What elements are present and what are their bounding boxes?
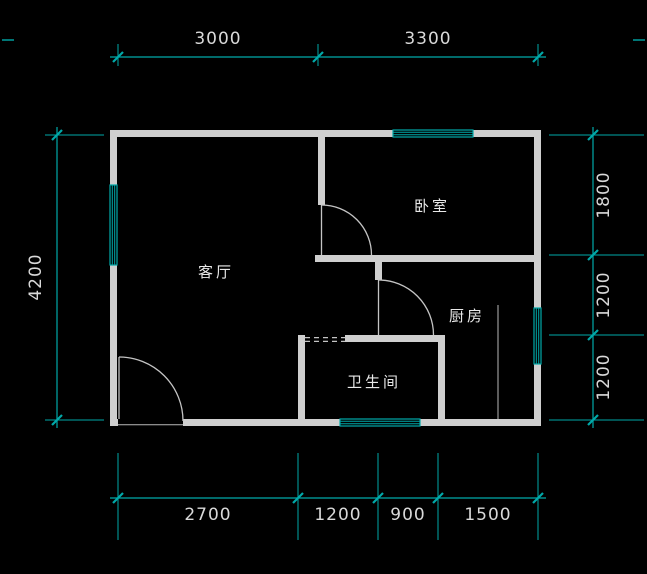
room-label-bathroom: 卫生间	[347, 373, 401, 391]
door-swing-arc	[118, 356, 184, 422]
room-label-living: 客厅	[198, 263, 234, 281]
tick-mark	[312, 51, 324, 63]
dim-label-bottom-2: 900	[390, 505, 425, 525]
window-frame	[392, 129, 474, 138]
window-frame	[339, 418, 421, 427]
door-swing-arc	[378, 279, 435, 336]
tick-mark	[51, 414, 63, 426]
wall-segment-right-upper	[534, 130, 541, 308]
window-frame	[533, 307, 542, 365]
wall-segment-left-lower	[110, 265, 117, 426]
doors	[118, 204, 435, 426]
window-symbol-left	[109, 184, 118, 266]
dim-label-left-0: 4200	[26, 253, 46, 300]
wall-partition-bedroom-kitchen	[315, 255, 534, 262]
tick-mark	[532, 51, 544, 63]
walls	[110, 130, 541, 426]
wall-segment-right-lower	[534, 364, 541, 426]
window-symbol-top	[392, 129, 474, 138]
door-kitchen	[377, 279, 435, 336]
dim-label-right-2: 1200	[594, 353, 614, 400]
wall-segment-top-left	[110, 130, 393, 137]
dim-label-bottom-3: 1500	[464, 505, 511, 525]
tick-mark	[292, 492, 304, 504]
tick-mark	[51, 129, 63, 141]
dimension-chain-right: 1800 1200 1200	[549, 127, 644, 428]
tick-mark	[112, 51, 124, 63]
dimension-chain-left: 4200	[26, 127, 104, 428]
window-frame	[109, 184, 118, 266]
wall-bathroom-top	[345, 335, 445, 342]
room-label-bedroom: 卧室	[414, 197, 450, 215]
door-swing-arc	[321, 204, 373, 256]
windows	[109, 129, 542, 427]
wall-segment-top-right	[473, 130, 541, 137]
tick-mark	[532, 492, 544, 504]
dimension-chain-bottom: 2700 1200 900 1500	[110, 453, 546, 540]
dim-label-right-0: 1800	[594, 171, 614, 218]
tick-mark	[372, 492, 384, 504]
dim-label-top-1: 3300	[404, 29, 451, 49]
wall-segment-bottom-middle	[183, 419, 340, 426]
dim-label-bottom-0: 2700	[184, 505, 231, 525]
wall-bathroom-right	[438, 335, 445, 419]
window-symbol-right	[533, 307, 542, 365]
wall-partition-bedroom	[318, 137, 325, 205]
door-bathroom-sliding	[305, 337, 345, 342]
window-symbol-bottom	[339, 418, 421, 427]
tick-mark	[587, 414, 599, 426]
tick-mark	[587, 329, 599, 341]
tick-mark	[587, 249, 599, 261]
room-labels: 客厅 卧室 厨房 卫生间	[198, 197, 485, 391]
door-bedroom	[320, 204, 373, 256]
dim-label-top-0: 3000	[194, 29, 241, 49]
wall-segment-bottom-right	[420, 419, 541, 426]
wall-partition-kitchen-stub	[375, 262, 382, 280]
wall-segment-left-upper	[110, 130, 117, 185]
dimension-chain-top: 3000 3300	[110, 29, 546, 66]
door-entrance	[118, 356, 184, 426]
tick-mark	[432, 492, 444, 504]
room-label-kitchen: 厨房	[449, 307, 485, 325]
wall-bathroom-left	[298, 335, 305, 419]
tick-mark	[112, 492, 124, 504]
tick-mark	[587, 129, 599, 141]
dim-label-right-1: 1200	[594, 271, 614, 318]
dim-label-bottom-1: 1200	[314, 505, 361, 525]
